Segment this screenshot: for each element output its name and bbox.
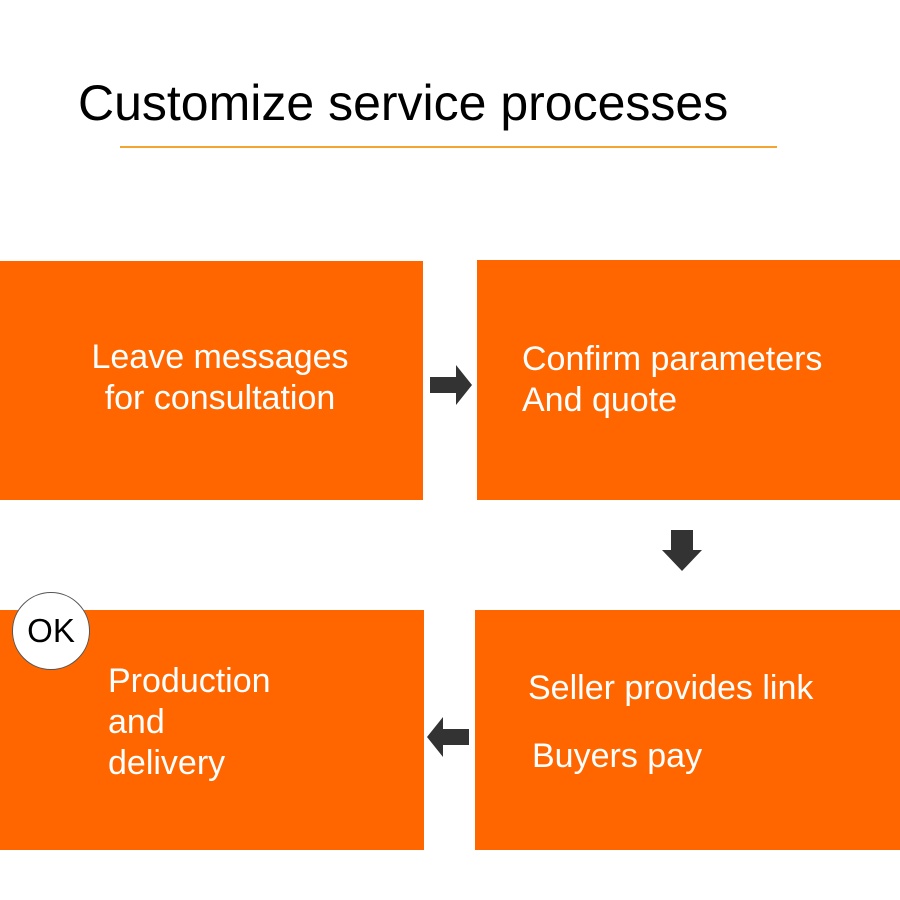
arrow-right-icon [430, 365, 472, 405]
title-underline [120, 146, 777, 148]
step-text: Production and delivery [108, 661, 271, 784]
step-box-seller-provides-link: Seller provides link Buyers pay [475, 610, 900, 850]
step-text: Confirm parameters And quote [522, 339, 822, 421]
arrow-left-icon [427, 717, 469, 757]
step-text-line: delivery [108, 744, 226, 782]
step-text: Leave messages for consultation [0, 337, 440, 419]
page-title: Customize service processes [78, 75, 729, 131]
ok-badge: OK [12, 592, 90, 670]
step-text-line: Buyers pay [532, 737, 703, 775]
step-text-line: Production [108, 662, 271, 700]
step-text-line: for consultation [104, 379, 336, 417]
step-text-line: Leave messages [91, 338, 349, 376]
step-text-line: Confirm parameters [522, 340, 823, 378]
arrow-down-icon [662, 530, 702, 571]
step-text-line: Seller provides link [528, 669, 814, 707]
step-text-line: And quote [522, 381, 678, 419]
step-box-confirm-parameters: Confirm parameters And quote [477, 260, 900, 500]
step-text-line: and [108, 703, 165, 741]
step-box-leave-messages: Leave messages for consultation [0, 261, 423, 500]
